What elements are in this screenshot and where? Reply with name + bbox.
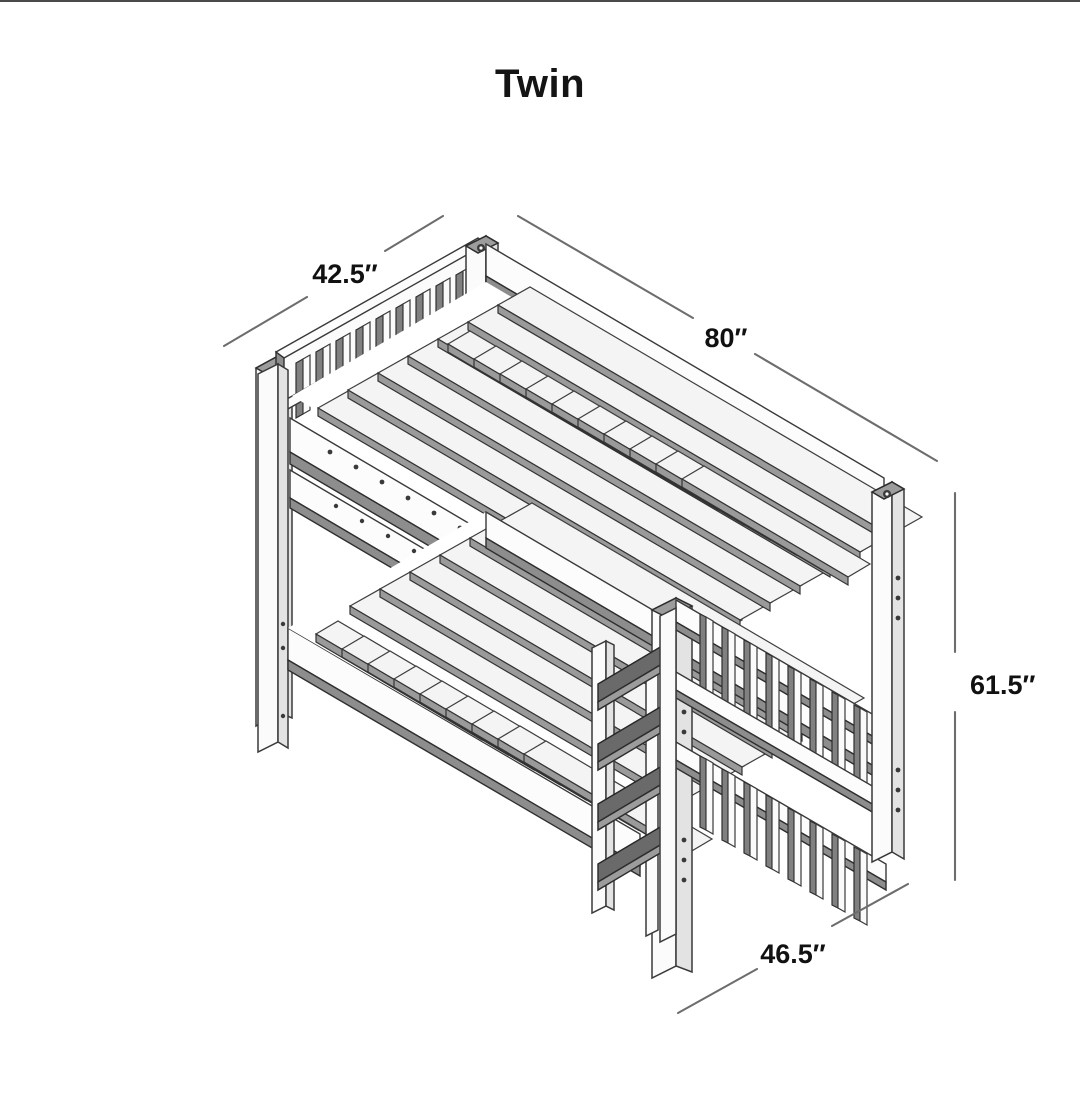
dimension-width-42-5: 42.5″ <box>222 214 445 348</box>
dimension-label-footprint: 46.5″ <box>760 939 826 969</box>
bunk-bed-illustration <box>254 234 924 980</box>
ladder-steps <box>597 644 663 892</box>
dimension-label-width: 42.5″ <box>312 259 378 289</box>
right-end-panel-lower <box>675 740 887 927</box>
dimension-length-80: 80″ <box>516 214 939 463</box>
dimension-height-61-5: 61.5″ <box>953 491 1036 882</box>
dimension-footprint-46-5: 46.5″ <box>676 882 910 1015</box>
post-back-right <box>659 606 677 944</box>
page-title: Twin <box>494 62 586 106</box>
post-right <box>870 480 906 864</box>
dimension-label-height: 61.5″ <box>970 670 1036 700</box>
right-end-panel-upper <box>675 598 887 822</box>
ladder <box>591 639 663 938</box>
dimension-label-length: 80″ <box>705 323 748 353</box>
lower-bunk-side-rail <box>287 626 641 878</box>
post-front-left <box>257 362 289 754</box>
top-divider-rule <box>0 0 1080 2</box>
